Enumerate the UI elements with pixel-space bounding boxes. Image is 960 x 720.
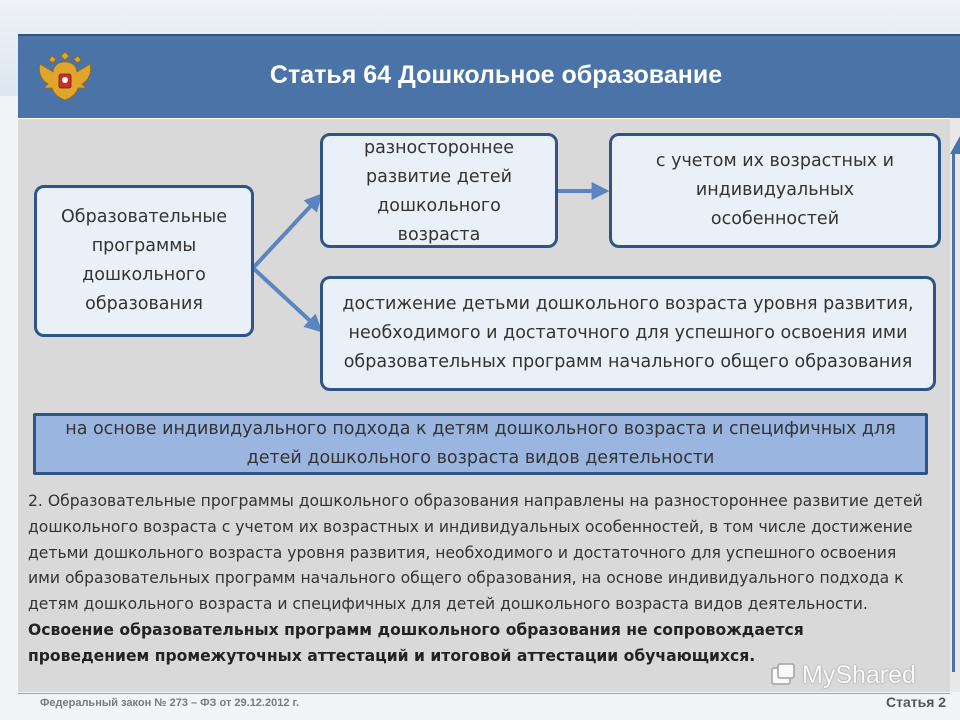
source-box-text: Образовательные программы дошкольного об… <box>61 207 227 314</box>
arrow-source-to-bottom <box>251 266 323 333</box>
target-top-right-box: с учетом их возрастных и индивидуальных … <box>609 133 941 248</box>
paragraph-bold-text: Освоение образовательных программ дошкол… <box>28 620 804 665</box>
footer-divider <box>18 693 950 694</box>
arrow-source-to-top <box>251 193 323 270</box>
target-bottom-text: достижение детьми дошкольного возраста у… <box>342 294 914 372</box>
paragraph-normal-text: 2. Образовательные программы дошкольного… <box>28 492 923 614</box>
right-edge-line <box>952 152 955 672</box>
watermark-logo-icon <box>771 663 795 685</box>
watermark-text: MyShared <box>802 660 916 689</box>
right-edge-strip <box>950 118 960 692</box>
header-bar <box>18 34 960 118</box>
coat-of-arms-icon <box>34 46 96 104</box>
target-top-box: разностороннее развитие детей дошкольног… <box>320 133 558 248</box>
panel-top-divider <box>18 118 950 119</box>
target-top-right-text: с учетом их возрастных и индивидуальных … <box>655 151 895 229</box>
basis-box: на основе индивидуального подхода к детя… <box>33 413 928 475</box>
footer-article-label: Статья 2 <box>886 694 947 710</box>
footer <box>0 692 960 720</box>
watermark: MyShared <box>770 660 930 690</box>
footer-law-reference: Федеральный закон № 273 – ФЗ от 29.12.20… <box>40 697 300 709</box>
target-bottom-box: достижение детьми дошкольного возраста у… <box>320 276 936 391</box>
page-title: Статья 64 Дошкольное образование <box>269 60 723 89</box>
basis-text: на основе индивидуального подхода к детя… <box>65 419 896 468</box>
source-box: Образовательные программы дошкольного об… <box>34 185 254 337</box>
target-top-text: разностороннее развитие детей дошкольног… <box>363 138 515 245</box>
article-paragraph: 2. Образовательные программы дошкольного… <box>28 489 928 670</box>
right-edge-arrow-icon <box>950 136 960 154</box>
